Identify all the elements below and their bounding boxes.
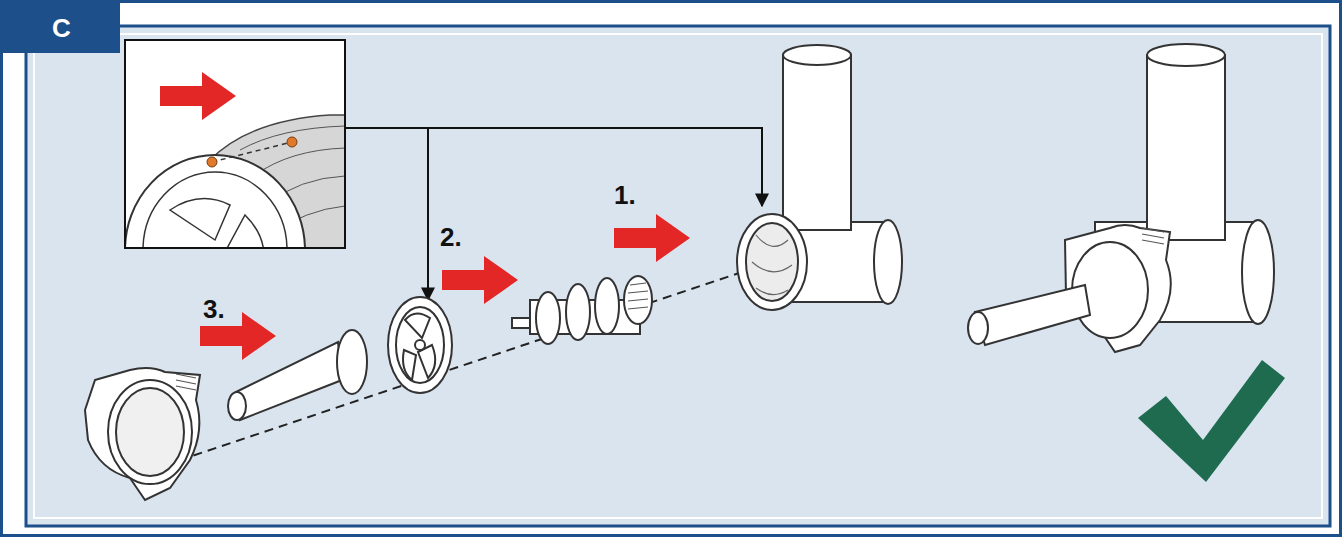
panel-ground (26, 26, 1330, 526)
step-number: 3. (203, 294, 225, 325)
perforated-disc (388, 297, 452, 393)
section-tab: C (3, 3, 120, 53)
ring-nut (85, 368, 200, 500)
pointer-lines (345, 128, 762, 300)
direction-arrow (614, 214, 690, 262)
step-number: 2. (440, 222, 462, 253)
assembled-grinder (968, 44, 1274, 352)
grinder-housing (737, 45, 902, 310)
auger (512, 276, 652, 344)
section-letter: C (52, 13, 71, 44)
inset-detail (125, 40, 345, 345)
assembly-axis (165, 256, 790, 465)
check-mark (1138, 360, 1285, 482)
step-number: 1. (614, 180, 636, 211)
panel-inner-line (34, 34, 1322, 518)
direction-arrow (442, 256, 518, 304)
